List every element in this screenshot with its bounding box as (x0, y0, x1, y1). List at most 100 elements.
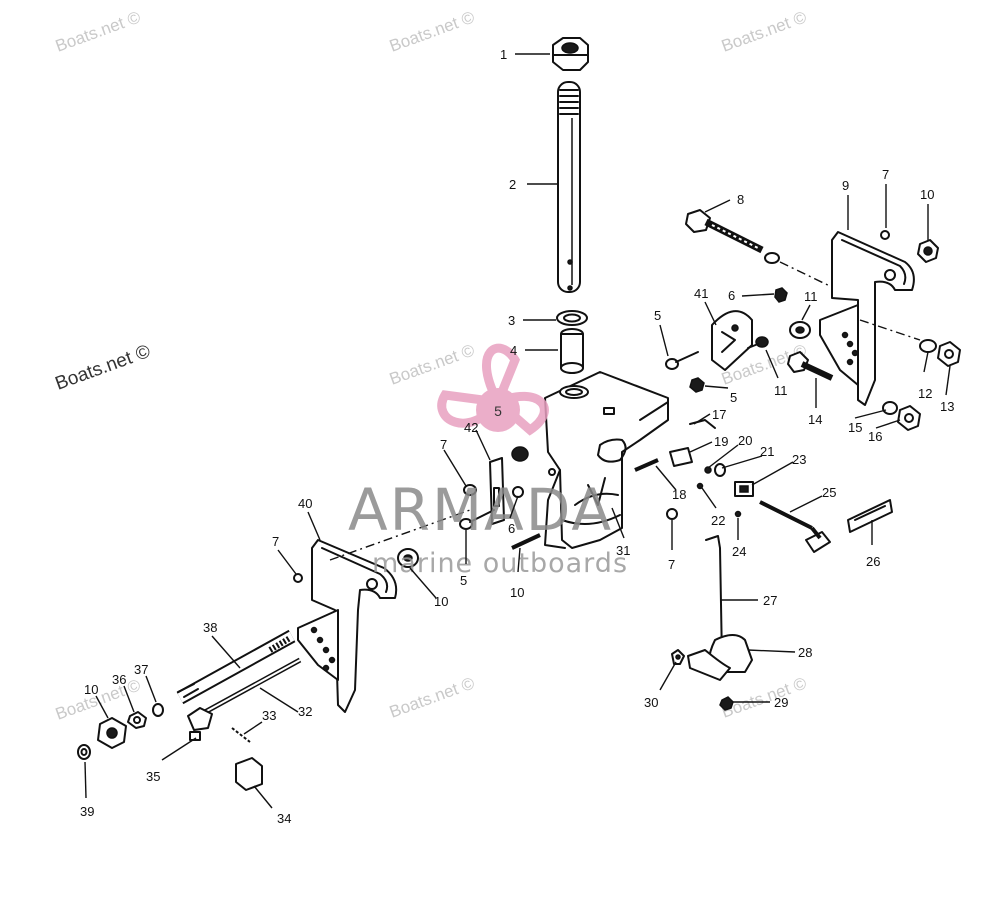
part-clamp-bracket-left (297, 539, 398, 713)
callout-label: 7 (272, 534, 279, 549)
callout-label: 37 (134, 662, 148, 677)
callout-label: 30 (644, 695, 658, 710)
part-washer-11 (789, 321, 811, 339)
callout-label: 39 (80, 804, 94, 819)
watermark-layer: Boats.net © Boats.net © Boats.net © Boat… (53, 7, 810, 723)
callout-label: 26 (866, 554, 880, 569)
part-bolt-14 (787, 351, 834, 381)
callout-label: 6 (508, 521, 515, 536)
callout-label: 11 (774, 383, 788, 398)
assembly-line (859, 319, 921, 341)
assembly-line (779, 261, 839, 291)
callouts: 1 2 3 4 8 9 7 10 6 41 11 5 11 5 14 12 13 (80, 47, 954, 826)
part-pin-18 (634, 458, 659, 472)
part-nut-10-right (917, 239, 939, 263)
part-washer-11-left (397, 548, 419, 568)
callout-label: 42 (464, 420, 478, 435)
callout-label: 21 (760, 444, 774, 459)
callout-label: 12 (918, 386, 932, 401)
part-clamp-28 (687, 634, 753, 681)
part-nut-6-top (774, 287, 788, 303)
callout-label: 10 (84, 682, 98, 697)
callout-label: 18 (672, 487, 686, 502)
part-clamp-bracket-right (819, 231, 915, 406)
callout-label: 1 (500, 47, 507, 62)
part-rod-32 (203, 657, 302, 715)
callout-label: 16 (868, 429, 882, 444)
callout-label: 31 (616, 543, 630, 558)
part-nut-10-left (97, 717, 127, 749)
watermark: Boats.net © (53, 7, 144, 55)
part-washer-39 (77, 744, 91, 760)
callout-label: 11 (804, 289, 818, 304)
brand-name: ARMADA (348, 476, 613, 544)
callout-label: 7 (668, 557, 675, 572)
part-nut-6-left (463, 484, 477, 496)
part-rivet-7-c (293, 573, 303, 583)
part-pin-22 (696, 482, 704, 490)
part-screw-5-a (665, 351, 699, 370)
part-screw-5-c (511, 446, 529, 462)
part-rivet-7 (880, 230, 890, 240)
callout-label: 28 (798, 645, 812, 660)
callout-label: 23 (792, 452, 806, 467)
callout-label: 4 (510, 343, 517, 358)
part-pin-24 (734, 510, 742, 518)
callout-label: 35 (146, 769, 160, 784)
part-swivel-housing (544, 371, 669, 549)
callout-label: 10 (510, 585, 524, 600)
callout-label: 22 (711, 513, 725, 528)
propeller-icon (437, 343, 549, 436)
part-pin-10 (511, 533, 541, 550)
callout-label: 34 (277, 811, 291, 826)
callout-label: 15 (848, 420, 862, 435)
callout-label: 10 (920, 187, 934, 202)
callout-label: 17 (712, 407, 726, 422)
part-washer-36 (127, 711, 147, 729)
part-nut-29 (719, 696, 734, 711)
callout-label: 32 (298, 704, 312, 719)
brand-tagline: marine outboards (372, 548, 628, 579)
part-block-23 (734, 481, 754, 497)
watermark: Boats.net © (387, 340, 478, 388)
part-washer-3 (556, 310, 588, 326)
callout-label: 13 (940, 399, 954, 414)
callout-label: 2 (509, 177, 516, 192)
part-ring-37 (152, 703, 164, 717)
callout-label: 24 (732, 544, 746, 559)
callout-label: 19 (714, 434, 728, 449)
part-bushing-19 (669, 447, 693, 467)
part-nut-13 (937, 341, 961, 367)
part-nut-top (552, 37, 589, 71)
part-rivet-7-b (666, 508, 678, 520)
callout-label: 29 (774, 695, 788, 710)
part-pin-33 (231, 727, 251, 743)
watermark: Boats.net © (387, 7, 478, 55)
part-ball-20 (704, 466, 712, 474)
part-tube (557, 81, 581, 293)
watermark: Boats.net © (719, 673, 810, 721)
callout-label: 33 (262, 708, 276, 723)
part-nut-6-mid (689, 377, 705, 393)
callout-label: 40 (298, 496, 312, 511)
watermark: Boats.net © (53, 341, 154, 395)
part-bushing-4 (560, 328, 584, 374)
callout-label: 27 (763, 593, 777, 608)
part-washer-12 (919, 339, 937, 353)
part-rod-25 (759, 500, 831, 553)
callout-label: 5 (730, 390, 737, 405)
assembly-line (329, 509, 471, 561)
callout-label: 20 (738, 433, 752, 448)
part-nut-16 (897, 405, 921, 431)
callout-label: 41 (694, 286, 708, 301)
callout-label: 6 (728, 288, 735, 303)
part-plate-26 (847, 499, 893, 533)
callout-label: 5 (654, 308, 661, 323)
part-screw-5-b (747, 336, 769, 349)
callout-label: 7 (440, 437, 447, 452)
callout-label: 25 (822, 485, 836, 500)
part-washer-15 (882, 401, 898, 415)
callout-label: 36 (112, 672, 126, 687)
part-rod-27 (705, 535, 723, 661)
